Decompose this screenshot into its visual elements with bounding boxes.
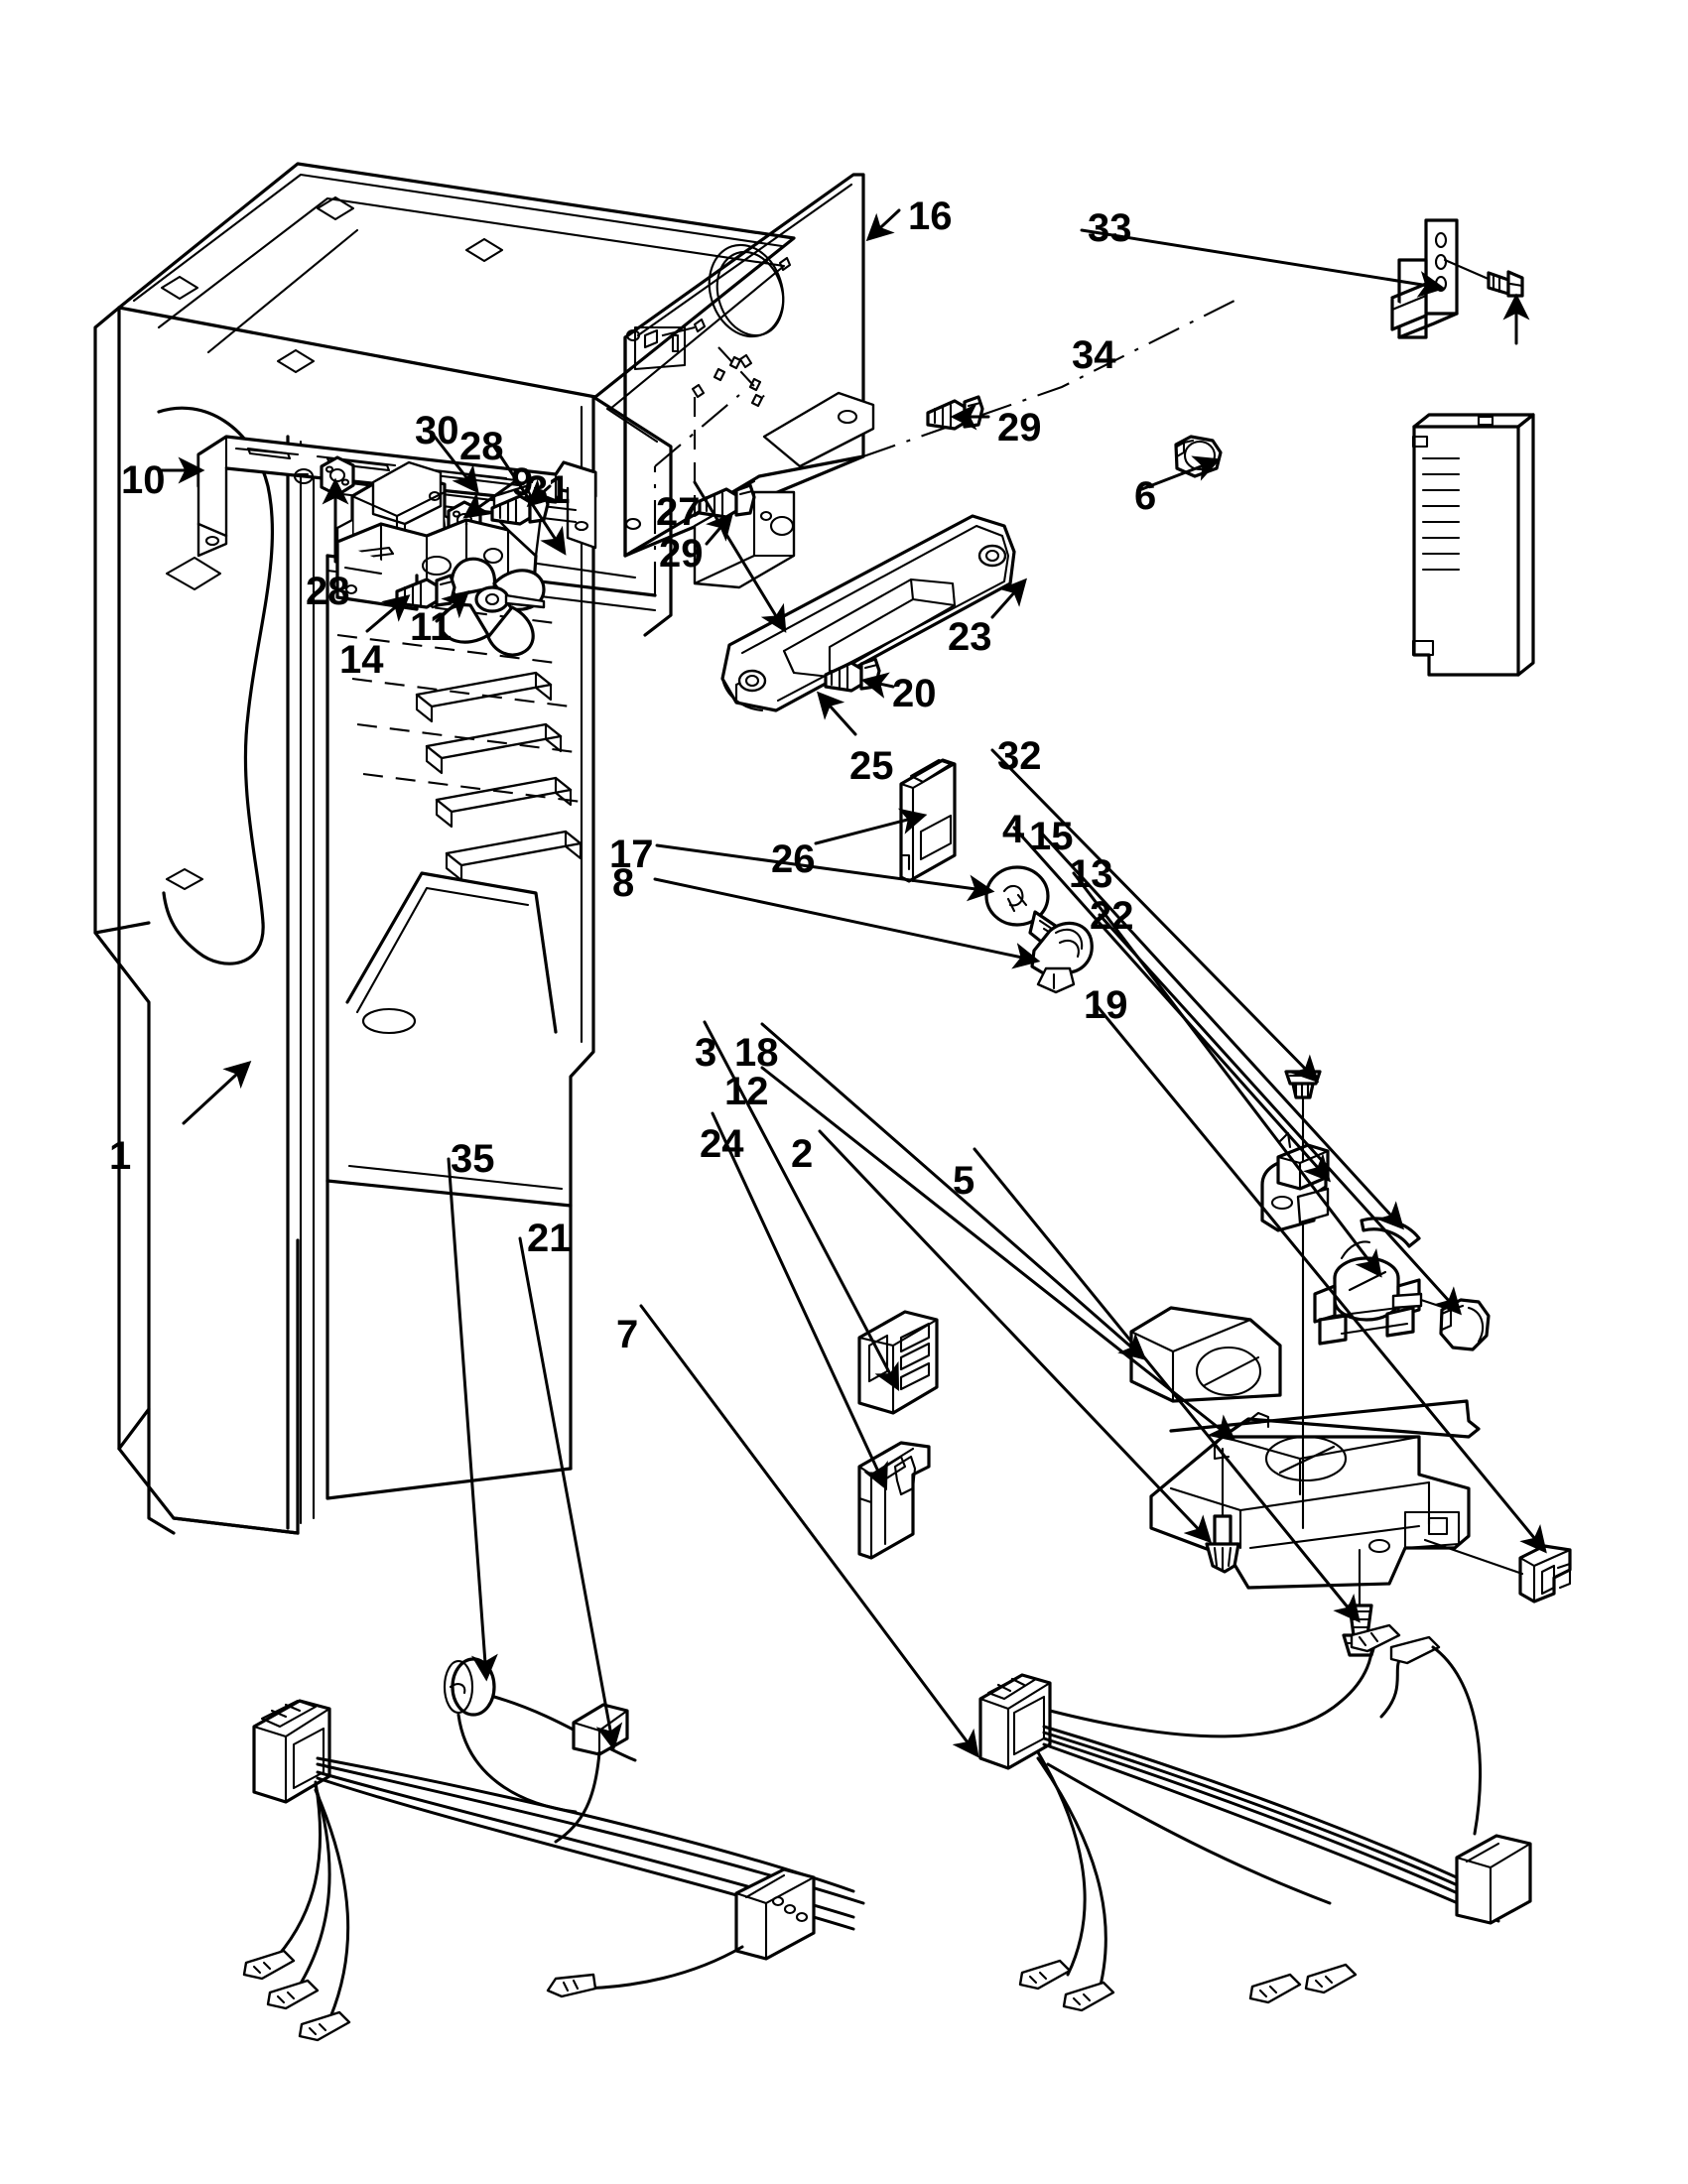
callout-17: 17 <box>609 833 654 876</box>
callout-27: 27 <box>656 490 701 534</box>
wire-harness-right-shape <box>978 1623 1532 2012</box>
connector-housing-shape <box>857 1441 931 1560</box>
callout-8: 8 <box>612 861 635 905</box>
grommet-plug-shape <box>1174 435 1223 478</box>
defrost-timer-shape <box>1260 1131 1330 1232</box>
callout-26: 26 <box>771 837 816 881</box>
callout-16: 16 <box>908 194 953 238</box>
callout-7: 7 <box>616 1313 639 1356</box>
callout-32: 32 <box>997 734 1042 778</box>
callout-22: 22 <box>1090 894 1134 938</box>
drain-trough-shape <box>1149 1399 1481 1590</box>
defrost-thermostat-shape <box>1313 1240 1447 1346</box>
callout-3: 3 <box>695 1031 717 1075</box>
callout-24: 24 <box>700 1122 744 1166</box>
callout-14: 14 <box>339 638 384 682</box>
fan-motor-grommet-lower-shape <box>320 455 355 497</box>
callout-29-lower: 29 <box>659 532 704 576</box>
wire-harness-left-shape <box>242 1695 865 2042</box>
hinge-bracket-shape <box>1390 218 1524 339</box>
callout-2: 2 <box>791 1132 814 1176</box>
callout-19: 19 <box>1084 983 1128 1027</box>
callout-15: 15 <box>1029 815 1074 858</box>
callout-20: 20 <box>892 672 937 715</box>
callout-29-upper: 29 <box>997 406 1042 450</box>
callout-12: 12 <box>724 1070 769 1113</box>
callout-21: 21 <box>527 1217 572 1260</box>
callout-25: 25 <box>849 744 894 788</box>
terminal-block-shape <box>857 1310 939 1415</box>
callout-30: 30 <box>415 409 459 452</box>
callout-28-lower: 28 <box>306 570 350 613</box>
leader-lines <box>160 208 1547 1758</box>
light-shield-shape <box>1129 1306 1282 1403</box>
callout-10: 10 <box>121 458 166 502</box>
cabinet-liner-shape <box>93 162 796 1535</box>
callout-9: 9 <box>511 460 534 504</box>
callout-11: 11 <box>410 605 453 649</box>
callout-33: 33 <box>1088 206 1132 250</box>
callout-6: 6 <box>1134 474 1157 518</box>
callout-34: 34 <box>1072 333 1116 377</box>
terminal-connector-shape <box>1423 1538 1572 1604</box>
fan-blade-shape <box>439 557 546 657</box>
callout-35: 35 <box>451 1137 495 1181</box>
callout-5: 5 <box>953 1159 975 1203</box>
lamp-socket-shape <box>1030 921 1094 994</box>
screw-panel-lower-shape <box>698 483 756 519</box>
callout-28-upper: 28 <box>459 425 504 468</box>
callout-18: 18 <box>734 1031 779 1075</box>
callout-13: 13 <box>1069 852 1113 896</box>
callout-23: 23 <box>948 615 992 659</box>
drain-tube-shape <box>1205 1447 1240 1574</box>
callout-4: 4 <box>1002 808 1025 851</box>
grille-panel-shape <box>1411 413 1535 677</box>
lamp-housing-shape <box>899 758 957 883</box>
callout-1: 1 <box>109 1134 132 1178</box>
callout-31: 31 <box>526 468 571 512</box>
thermostat-cap-shape <box>1439 1298 1491 1351</box>
screw-panel-upper-shape <box>926 395 984 431</box>
